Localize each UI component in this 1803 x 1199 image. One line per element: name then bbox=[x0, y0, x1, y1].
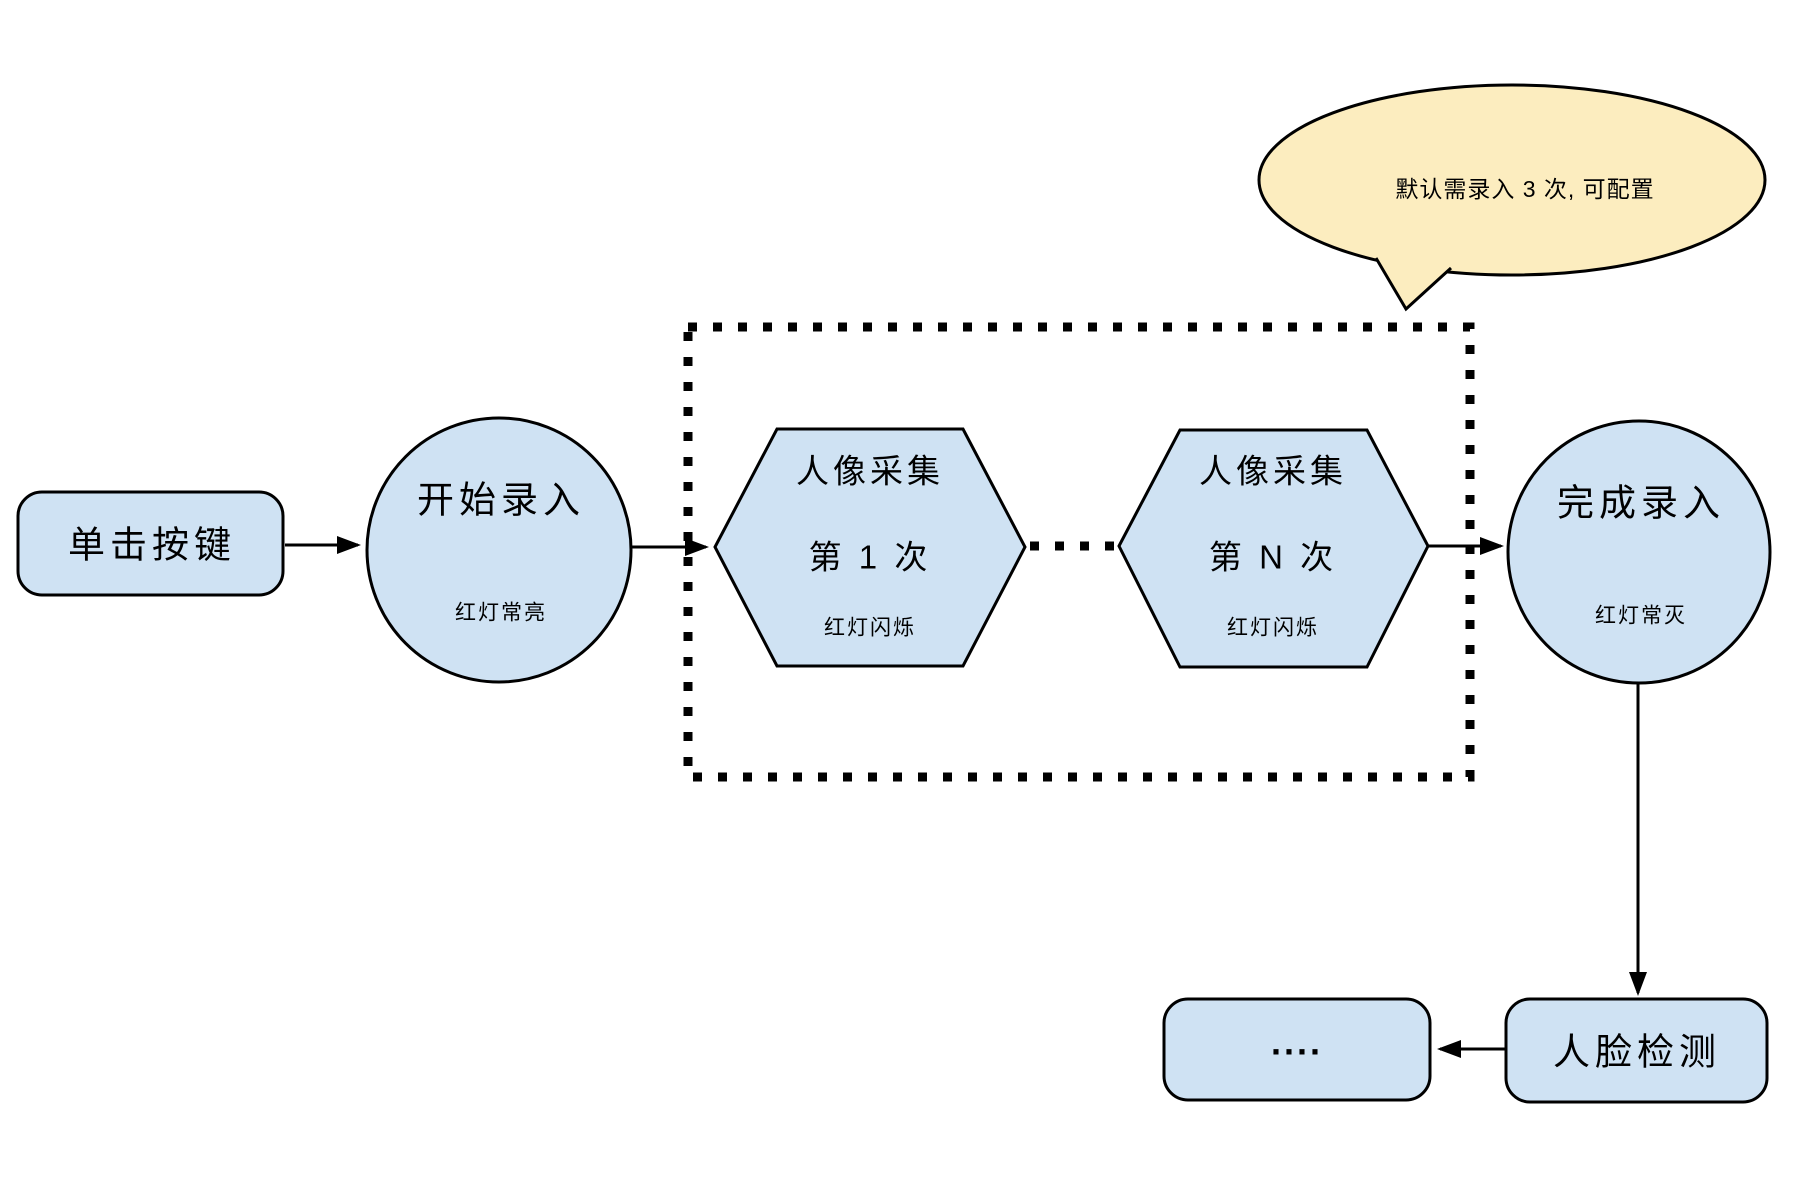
start-enroll-node bbox=[365, 416, 633, 684]
capture-1-sublabel: 红灯闪烁 bbox=[824, 617, 916, 640]
loop-boundary-box bbox=[683, 322, 1475, 782]
callout-bubble bbox=[1257, 83, 1767, 277]
start-enroll-label: 开始录入 bbox=[417, 480, 585, 521]
face-detect-node bbox=[1504, 997, 1769, 1104]
etc-node bbox=[1162, 997, 1432, 1102]
capture-1-title: 人像采集 bbox=[796, 453, 944, 490]
capture-1-count: 第 1 次 bbox=[809, 539, 932, 576]
finish-enroll-node bbox=[1506, 419, 1772, 685]
start-enroll-sublabel: 红灯常亮 bbox=[455, 602, 547, 625]
capture-n-title: 人像采集 bbox=[1199, 453, 1347, 490]
capture-n-node bbox=[1117, 428, 1430, 669]
capture-n-sublabel: 红灯闪烁 bbox=[1227, 617, 1319, 640]
callout-text: 默认需录入 3 次, 可配置 bbox=[1395, 176, 1654, 202]
click-button-node bbox=[16, 490, 285, 597]
finish-enroll-label: 完成录入 bbox=[1557, 483, 1725, 524]
etc-label: .... bbox=[1271, 1022, 1323, 1063]
capture-n-count: 第 N 次 bbox=[1209, 539, 1337, 576]
finish-enroll-sublabel: 红灯常灭 bbox=[1595, 605, 1687, 628]
click-button-label: 单击按键 bbox=[68, 525, 236, 566]
callout-tail bbox=[1374, 257, 1453, 312]
face-detect-label: 人脸检测 bbox=[1553, 1032, 1721, 1073]
capture-1-node bbox=[713, 427, 1027, 668]
